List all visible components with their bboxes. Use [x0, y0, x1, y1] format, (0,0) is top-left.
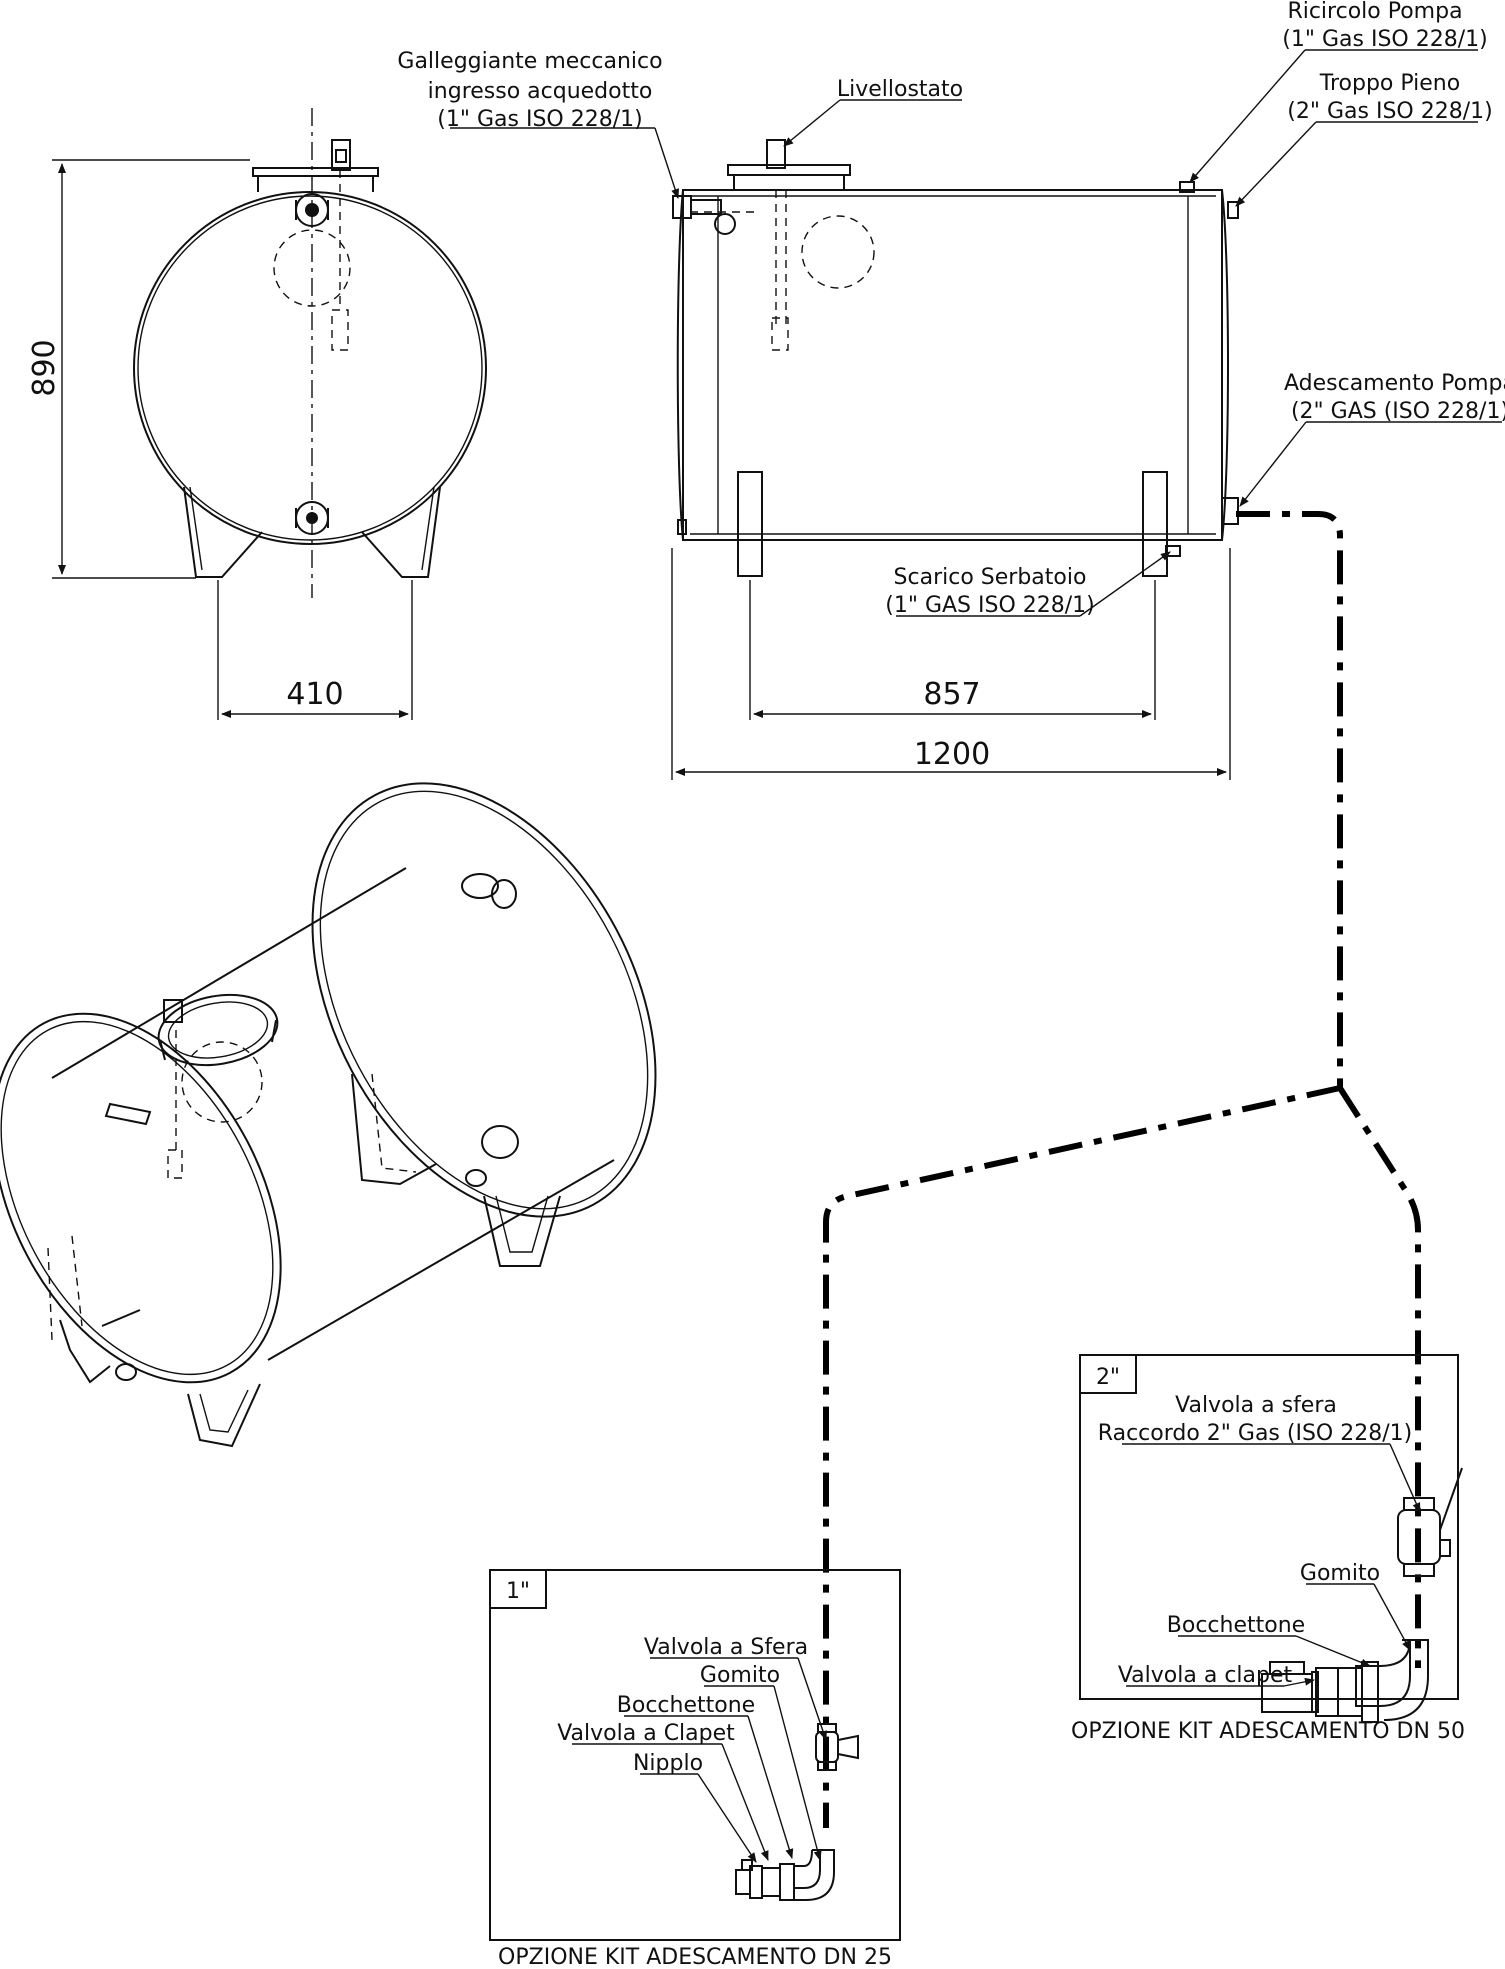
troppo-label-2: (2" Gas ISO 228/1) [1287, 99, 1492, 124]
priming-pipeline [823, 511, 1421, 1828]
ricircolo-label-1: Ricircolo Pompa [1287, 0, 1462, 24]
kit-dn50-item-valvola-2: Raccordo 2" Gas (ISO 228/1) [1098, 1421, 1412, 1446]
dimension-height: 890 [27, 159, 250, 579]
tank-end-view [133, 108, 487, 598]
callout-scarico: Scarico Serbatoio (1" GAS ISO 228/1) [885, 551, 1171, 618]
galleggiante-label-1: Galleggiante meccanico [397, 49, 662, 74]
kit-dn25-item-clapet: Valvola a Clapet [557, 1721, 735, 1746]
dimension-width-side: 410 [217, 580, 413, 720]
kit-dn50-box: 2" Valvola a sfera Raccordo 2" Gas (ISO … [1071, 1354, 1465, 1744]
kit-dn50-item-bocchettone: Bocchettone [1167, 1613, 1305, 1638]
dimension-height-label: 890 [27, 339, 62, 396]
tank-front-view [672, 139, 1239, 577]
kit-dn25-item-valvola-sfera: Valvola a Sfera [644, 1635, 808, 1660]
adescamento-label-1: Adescamento Pompa [1284, 371, 1505, 396]
tank-isometric-view [0, 782, 657, 1448]
kit-dn25-item-nipplo: Nipplo [633, 1751, 703, 1776]
callout-adescamento: Adescamento Pompa (2" GAS (ISO 228/1) [1239, 371, 1505, 507]
kit-dn50-caption: OPZIONE KIT ADESCAMENTO DN 50 [1071, 1719, 1465, 1744]
kit-dn25-item-bocchettone: Bocchettone [617, 1693, 755, 1718]
kit-dn50-ball-valve [1397, 1467, 1463, 1577]
troppo-label-1: Troppo Pieno [1319, 71, 1460, 96]
dimension-width-side-label: 410 [286, 677, 343, 712]
dimension-width-front: 857 [749, 580, 1156, 720]
kit-dn50-tag: 2" [1096, 1365, 1120, 1390]
callout-troppo-pieno: Troppo Pieno (2" Gas ISO 228/1) [1235, 71, 1493, 207]
kit-dn25-caption: OPZIONE KIT ADESCAMENTO DN 25 [498, 1945, 892, 1969]
kit-dn50-item-valvola-1: Valvola a sfera [1175, 1393, 1337, 1418]
galleggiante-label-2: ingresso acquedotto [428, 79, 653, 104]
kit-dn25-assembly [735, 1849, 835, 1901]
scarico-label-2: (1" GAS ISO 228/1) [885, 593, 1095, 618]
callout-livellostato: Livellostato [783, 77, 963, 147]
kit-dn50-assembly [1261, 1639, 1429, 1723]
dimension-width-front-label: 857 [923, 677, 980, 712]
kit-dn25-tag: 1" [506, 1579, 530, 1604]
callout-galleggiante: Galleggiante meccanico ingresso acquedot… [397, 49, 679, 199]
adescamento-label-2: (2" GAS (ISO 228/1) [1291, 399, 1505, 424]
kit-dn25-box: 1" Valvola a Sfera Gomito Bocchettone Va… [489, 1569, 901, 1969]
dimension-length: 1200 [671, 548, 1231, 780]
kit-dn25-item-gomito: Gomito [700, 1663, 780, 1688]
scarico-label-1: Scarico Serbatoio [894, 565, 1087, 590]
callout-ricircolo: Ricircolo Pompa (1" Gas ISO 228/1) [1189, 0, 1488, 183]
kit-dn50-item-clapet: Valvola a clapet [1118, 1663, 1293, 1688]
livellostato-label: Livellostato [837, 77, 963, 102]
kit-dn50-item-gomito: Gomito [1300, 1561, 1380, 1586]
ricircolo-label-2: (1" Gas ISO 228/1) [1282, 27, 1487, 52]
kit-dn25-ball-valve [815, 1723, 859, 1771]
dimension-length-label: 1200 [914, 737, 990, 772]
